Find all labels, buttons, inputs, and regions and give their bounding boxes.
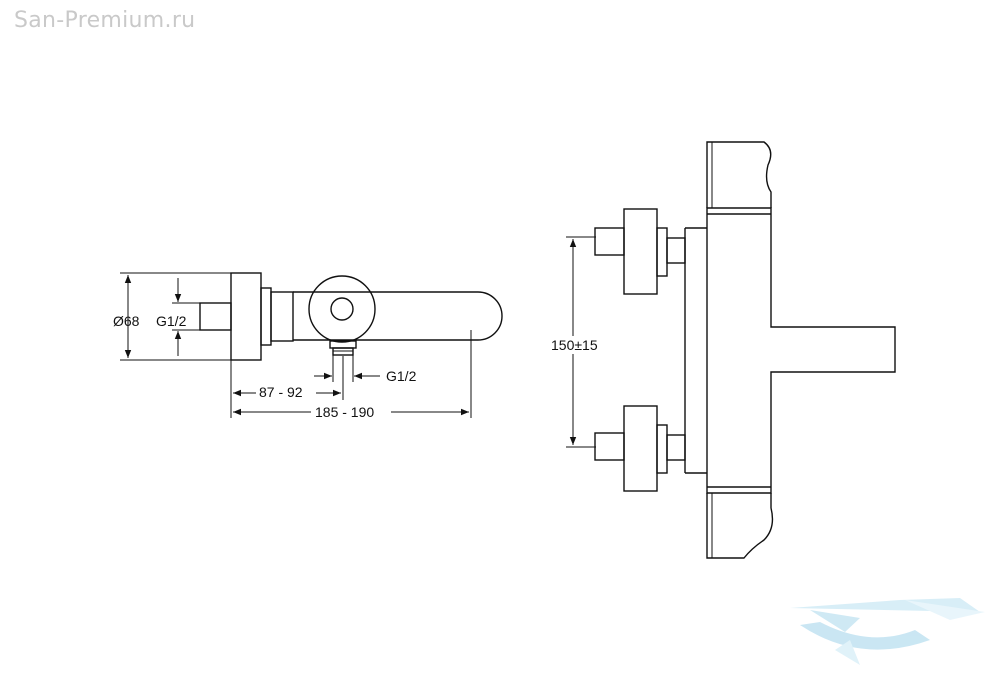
upper-neck: [656, 227, 668, 277]
front-view: 150±15: [548, 141, 896, 559]
inlet-thread-label: G1/2: [156, 313, 187, 329]
neck-1: [260, 287, 272, 346]
lower-flange: [623, 405, 658, 492]
inlet-spacing-label: 150±15: [551, 337, 598, 353]
upper-nut: [666, 237, 686, 264]
inlet-stub: [199, 302, 232, 331]
total-depth-label: 185 - 190: [315, 404, 374, 420]
bathtub-logo: [790, 598, 985, 665]
inlet-distance-label: 87 - 92: [259, 384, 303, 400]
lower-neck: [656, 424, 668, 474]
bottom-handle: [706, 493, 774, 559]
lower-inlet-stub: [594, 432, 625, 461]
outlet-thread-label: G1/2: [386, 368, 417, 384]
handle-cap: [330, 297, 354, 321]
upper-inlet-stub: [594, 227, 625, 256]
lower-nut: [666, 434, 686, 461]
diameter-label: Ø68: [113, 313, 140, 329]
wall-flange: [230, 272, 262, 361]
handle-disk: [308, 275, 376, 343]
top-handle: [706, 141, 772, 208]
mixer-body-side: [293, 291, 503, 341]
mixer-body-front: [706, 207, 896, 494]
upper-flange: [623, 208, 658, 295]
site-watermark: San-Premium.ru: [14, 8, 196, 33]
side-view: Ø68 G1/2 G1/2 87 - 92 185 - 190: [113, 272, 503, 420]
neck-2: [270, 291, 294, 342]
